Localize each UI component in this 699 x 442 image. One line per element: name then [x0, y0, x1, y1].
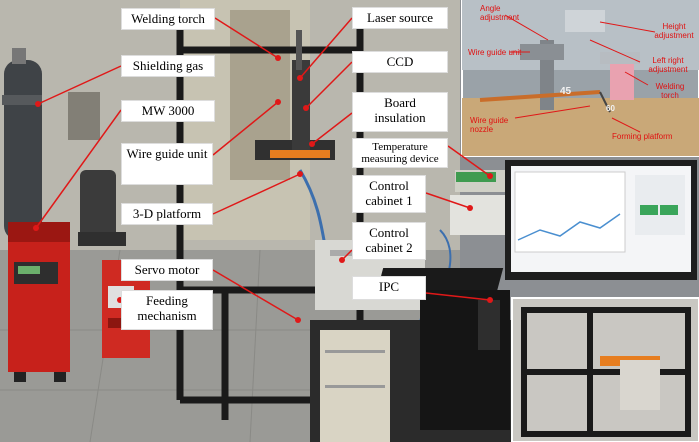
inset-label-height-adjustment: Height adjustment [654, 22, 694, 40]
label-servo-motor: Servo motor [121, 259, 213, 281]
inset-bottom-right [511, 297, 699, 442]
inset-label-wire-guide-unit: Wire guide unit [468, 48, 522, 57]
mw3000-welder [8, 222, 70, 382]
label-wire-guide-unit: Wire guide unit [121, 143, 213, 185]
inset-angle-60: 60 [606, 104, 615, 113]
inset-label-left-right-adjustment: Left right adjustment [648, 56, 688, 74]
label-welding-torch: Welding torch [121, 8, 215, 30]
inset-label-forming-platform: Forming platform [612, 132, 673, 141]
inset-top-right [461, 0, 699, 157]
chair [78, 170, 126, 246]
label-3d-platform: 3-D platform [121, 203, 213, 225]
label-board-insulation: Board insulation [352, 92, 448, 132]
gas-cylinder [2, 48, 42, 240]
label-shielding-gas: Shielding gas [121, 55, 215, 77]
label-feeding-mechanism: Feeding mechanism [121, 290, 213, 330]
label-temperature-device: Temperature measuring device [352, 138, 448, 168]
inset-label-wire-guide-nozzle: Wire guide nozzle [470, 116, 509, 134]
inset-label-angle-adjustment: Angle adjustment [480, 4, 520, 22]
label-ccd: CCD [352, 51, 448, 73]
label-mw3000: MW 3000 [121, 100, 215, 122]
monitor [505, 160, 697, 280]
leader-lines [35, 17, 491, 321]
inset-label-welding-torch: Welding torch [655, 82, 685, 100]
label-control-cabinet-1: Control cabinet 1 [352, 175, 426, 213]
label-control-cabinet-2: Control cabinet 2 [352, 222, 426, 260]
label-ipc: IPC [352, 276, 426, 300]
inset-angle-45: 45 [560, 86, 572, 97]
label-laser-source: Laser source [352, 7, 448, 29]
